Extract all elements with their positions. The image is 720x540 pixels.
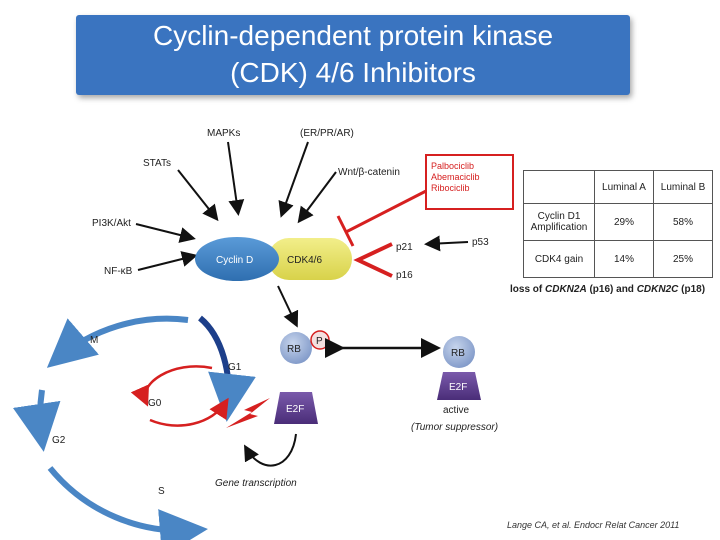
g0-arrow-in bbox=[149, 397, 229, 427]
active-rb-node bbox=[443, 336, 475, 368]
pi3k-arrow bbox=[135, 223, 196, 243]
phase-s-label: S bbox=[158, 486, 165, 497]
cycle-arc-left bbox=[12, 389, 61, 452]
cyclin-d-node bbox=[195, 237, 279, 281]
e2f-node bbox=[274, 392, 318, 424]
table-row-label: Cyclin D1 Amplification bbox=[523, 203, 595, 241]
drug-inhibition-bar bbox=[336, 215, 355, 247]
cdk46-label: CDK4/6 bbox=[287, 255, 322, 266]
active-label: active bbox=[443, 405, 470, 416]
cdk46-node bbox=[268, 238, 352, 280]
rb-node bbox=[280, 332, 312, 364]
table-header-row: Luminal A Luminal B bbox=[523, 170, 713, 204]
note-prefix: loss of bbox=[510, 284, 546, 295]
gene-loss-note: loss of CDKN2A (p16) and CDKN2C (p18) bbox=[510, 284, 705, 295]
drug-abemaciclib: Abemaciclib bbox=[431, 172, 480, 182]
phospho-label: P bbox=[316, 336, 323, 347]
table-row: CDK4 gain 14% 25% bbox=[523, 240, 713, 278]
drug-palbociclib: Palbociclib bbox=[431, 161, 475, 171]
p21-label: p21 bbox=[396, 242, 413, 253]
note-suffix: (p18) bbox=[678, 284, 706, 295]
cdk-to-rb-arrow bbox=[277, 285, 299, 328]
er-arrow bbox=[278, 141, 309, 218]
cycle-arc-bottom bbox=[47, 466, 208, 540]
stats-label: STATs bbox=[143, 158, 171, 169]
phase-m-label: M bbox=[90, 335, 98, 346]
activation-bolt-icon bbox=[226, 398, 270, 428]
cycle-arc-g1 bbox=[198, 315, 256, 422]
active-rb-label: RB bbox=[451, 348, 465, 359]
table-cell: 25% bbox=[653, 240, 713, 278]
pi3k-akt-label: PI3K/Akt bbox=[92, 218, 131, 229]
title-banner: Cyclin-dependent protein kinase (CDK) 4/… bbox=[76, 15, 630, 95]
note-gene-cdkn2c: CDKN2C bbox=[636, 284, 679, 295]
subtype-table: Luminal A Luminal B Cyclin D1 Amplificat… bbox=[523, 170, 713, 278]
nfkb-arrow bbox=[137, 251, 198, 271]
inhibition-bracket bbox=[353, 242, 393, 278]
drug-inhibition-line bbox=[345, 188, 429, 234]
row-label-line-1: CDK4 gain bbox=[534, 253, 584, 265]
inhibitor-drug-list: Palbociclib Abemaciclib Ribociclib bbox=[425, 154, 514, 210]
p16-label: p16 bbox=[396, 270, 413, 281]
note-gene-cdkn2a: CDKN2A bbox=[545, 284, 587, 295]
g0-arrow-out bbox=[130, 365, 213, 407]
table-cell: 14% bbox=[594, 240, 654, 278]
phase-g0-label: G0 bbox=[148, 398, 162, 409]
table-row-label: CDK4 gain bbox=[523, 240, 595, 278]
phase-g1-label: G1 bbox=[228, 362, 242, 373]
p53-label: p53 bbox=[472, 237, 489, 248]
e2f-label: E2F bbox=[286, 404, 304, 415]
title-line-2: (CDK) 4/6 Inhibitors bbox=[230, 57, 476, 88]
cycle-arc-top bbox=[46, 315, 189, 368]
phase-g2-label: G2 bbox=[52, 435, 66, 446]
p53-arrow bbox=[424, 235, 469, 252]
table-row: Cyclin D1 Amplification 29% 58% bbox=[523, 203, 713, 241]
cyclin-d-label: Cyclin D bbox=[216, 255, 253, 266]
row-label-line-1: Cyclin D1 bbox=[537, 211, 581, 222]
table-header-luminal-a: Luminal A bbox=[594, 170, 654, 204]
title-line-1: Cyclin-dependent protein kinase bbox=[152, 20, 554, 51]
stats-arrow bbox=[177, 169, 219, 222]
rb-label: RB bbox=[287, 344, 301, 355]
table-cell: 58% bbox=[653, 203, 713, 241]
row-label-line-2: Amplification bbox=[530, 222, 588, 233]
tumor-suppressor-label: (Tumor suppressor) bbox=[411, 422, 498, 433]
mapks-arrow bbox=[227, 141, 245, 216]
note-mid: (p16) and bbox=[586, 284, 637, 295]
table-header-empty bbox=[523, 170, 595, 204]
wnt-arrow bbox=[297, 171, 337, 224]
gene-transcription-label: Gene transcription bbox=[215, 478, 297, 489]
active-e2f-node bbox=[437, 372, 481, 400]
wnt-label: Wnt/β-catenin bbox=[338, 167, 400, 178]
er-pr-ar-label: (ER/PR/AR) bbox=[300, 128, 354, 139]
drug-ribociclib: Ribociclib bbox=[431, 183, 470, 193]
nf-kb-label: NF-κB bbox=[104, 266, 133, 277]
active-e2f-label: E2F bbox=[449, 382, 467, 393]
citation: Lange CA, et al. Endocr Relat Cancer 201… bbox=[507, 520, 680, 530]
transcription-arrow bbox=[244, 433, 297, 467]
mapks-label: MAPKs bbox=[207, 128, 240, 139]
table-header-luminal-b: Luminal B bbox=[653, 170, 713, 204]
table-cell: 29% bbox=[594, 203, 654, 241]
